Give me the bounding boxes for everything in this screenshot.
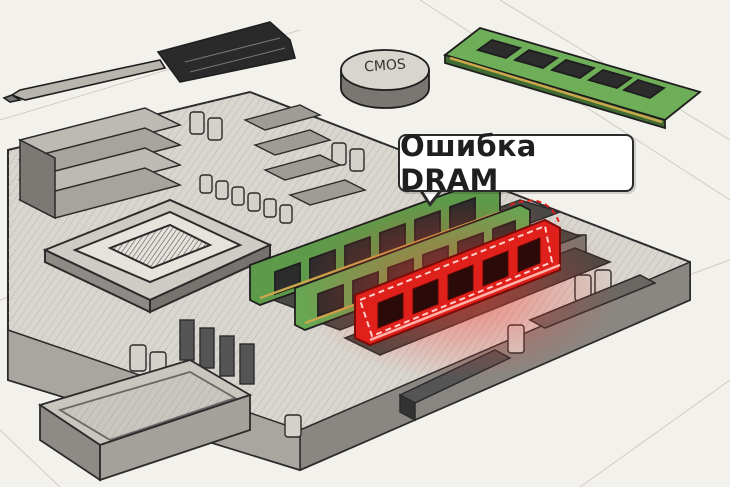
vrm-chips	[179, 104, 367, 385]
ram-module-error	[300, 199, 620, 380]
screwdriver-icon	[2, 21, 296, 103]
ram-module-icon	[443, 27, 702, 130]
heatsink	[17, 107, 183, 220]
cpu-socket-icon	[42, 198, 273, 314]
error-callout-text: Ошибка DRAM	[400, 129, 537, 197]
chipset-heatsink	[37, 359, 253, 482]
cmos-battery-icon	[340, 49, 430, 109]
error-callout: Ошибка DRAM	[398, 129, 634, 197]
